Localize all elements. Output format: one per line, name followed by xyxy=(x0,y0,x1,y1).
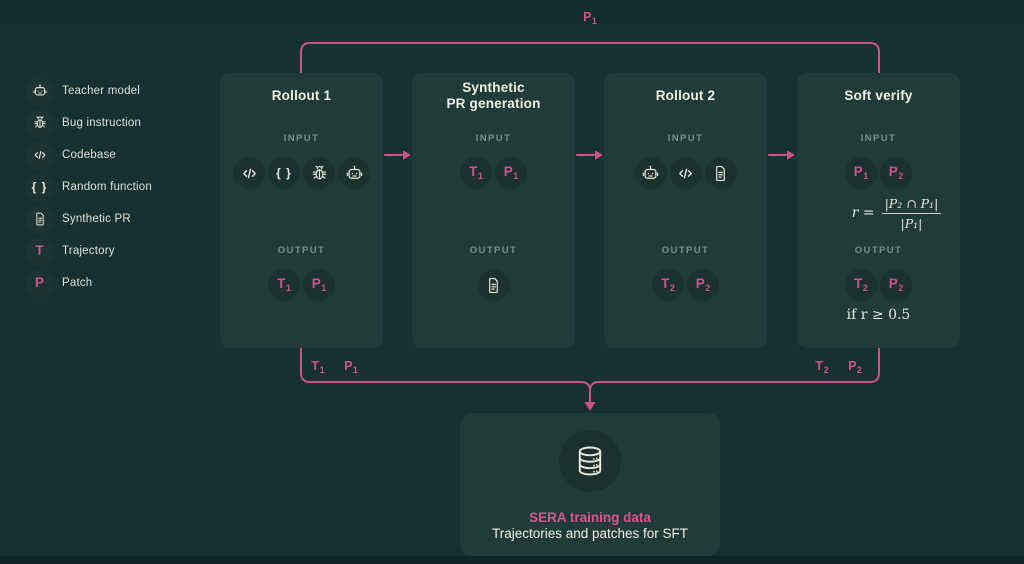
code-icon xyxy=(233,157,265,189)
legend-item: { } Random function xyxy=(26,173,152,201)
formula-lhs: r = xyxy=(851,205,875,221)
legend-label: Codebase xyxy=(62,149,117,161)
output-label: OUTPUT xyxy=(469,245,518,256)
card-title: Rollout 1 xyxy=(271,88,332,103)
token-chip: P1 xyxy=(845,157,877,189)
token-chip: P xyxy=(26,269,53,297)
document-icon xyxy=(477,269,510,301)
input-row: { } xyxy=(220,157,383,189)
code-icon xyxy=(669,157,702,189)
legend-label: Trajectory xyxy=(62,245,115,257)
token-chip: P1 xyxy=(495,157,527,189)
formula-fraction: |P₂ ∩ P₁| |P₁| xyxy=(881,196,942,231)
code-icon xyxy=(26,141,53,169)
result-subtitle: Trajectories and patches for SFT xyxy=(491,526,689,541)
token-chip: T2 xyxy=(845,269,877,301)
document-icon xyxy=(26,205,53,233)
card-title: Soft verify xyxy=(844,88,913,103)
bottom-band xyxy=(0,556,1024,564)
token-chip: P1 xyxy=(303,269,335,301)
legend-item: Teacher model xyxy=(26,77,152,105)
braces-icon: { } xyxy=(268,157,300,189)
result-title: SERA training data xyxy=(529,510,651,525)
robot-icon xyxy=(634,157,667,189)
output-label: OUTPUT xyxy=(661,245,710,256)
braces-icon: { } xyxy=(26,173,53,201)
flow-label-p1-top: P1 xyxy=(583,10,597,26)
input-label: INPUT xyxy=(667,133,704,144)
legend-label: Synthetic PR xyxy=(62,213,131,225)
legend-item: Bug instruction xyxy=(26,109,152,137)
input-row xyxy=(604,157,767,189)
legend-item: P Patch xyxy=(26,269,152,297)
output-row xyxy=(412,269,575,301)
soft-verify-condition: if r ≥ 0.5 xyxy=(846,307,911,323)
robot-icon xyxy=(26,77,53,105)
input-label: INPUT xyxy=(475,133,512,144)
document-icon xyxy=(704,157,737,189)
input-label: INPUT xyxy=(283,133,320,144)
output-label: OUTPUT xyxy=(277,245,326,256)
token-chip: T1 xyxy=(268,269,300,301)
result-box: SERA training data Trajectories and patc… xyxy=(460,413,720,556)
legend-label: Bug instruction xyxy=(62,117,142,129)
database-icon xyxy=(559,430,621,492)
robot-icon xyxy=(338,157,370,189)
output-label: OUTPUT xyxy=(854,245,903,256)
legend-item: Synthetic PR xyxy=(26,205,152,233)
legend-item: Codebase xyxy=(26,141,152,169)
soft-verify-formula: r = |P₂ ∩ P₁| |P₁| xyxy=(797,189,960,237)
legend-label: Teacher model xyxy=(62,85,141,97)
token-chip: T xyxy=(26,237,53,265)
token-chip: P2 xyxy=(880,157,912,189)
input-label: INPUT xyxy=(860,133,897,144)
flow-label-t2-bottom: T2 xyxy=(815,359,829,375)
legend-label: Patch xyxy=(62,277,93,289)
token-chip: P2 xyxy=(880,269,912,301)
token-chip: T2 xyxy=(652,269,684,301)
bug-icon xyxy=(303,157,335,189)
top-band xyxy=(0,0,1024,25)
legend-item: T Trajectory xyxy=(26,237,152,265)
card-title: Rollout 2 xyxy=(655,88,716,103)
token-chip: T1 xyxy=(460,157,492,189)
bug-icon xyxy=(26,109,53,137)
legend-label: Random function xyxy=(62,181,152,193)
token-chip: P2 xyxy=(687,269,719,301)
flow-label-p1-bottom: P1 xyxy=(344,359,358,375)
flow-label-p2-bottom: P2 xyxy=(848,359,862,375)
braces-glyph: { } xyxy=(31,180,48,194)
flow-label-t1-bottom: T1 xyxy=(311,359,325,375)
braces-glyph: { } xyxy=(276,166,292,180)
